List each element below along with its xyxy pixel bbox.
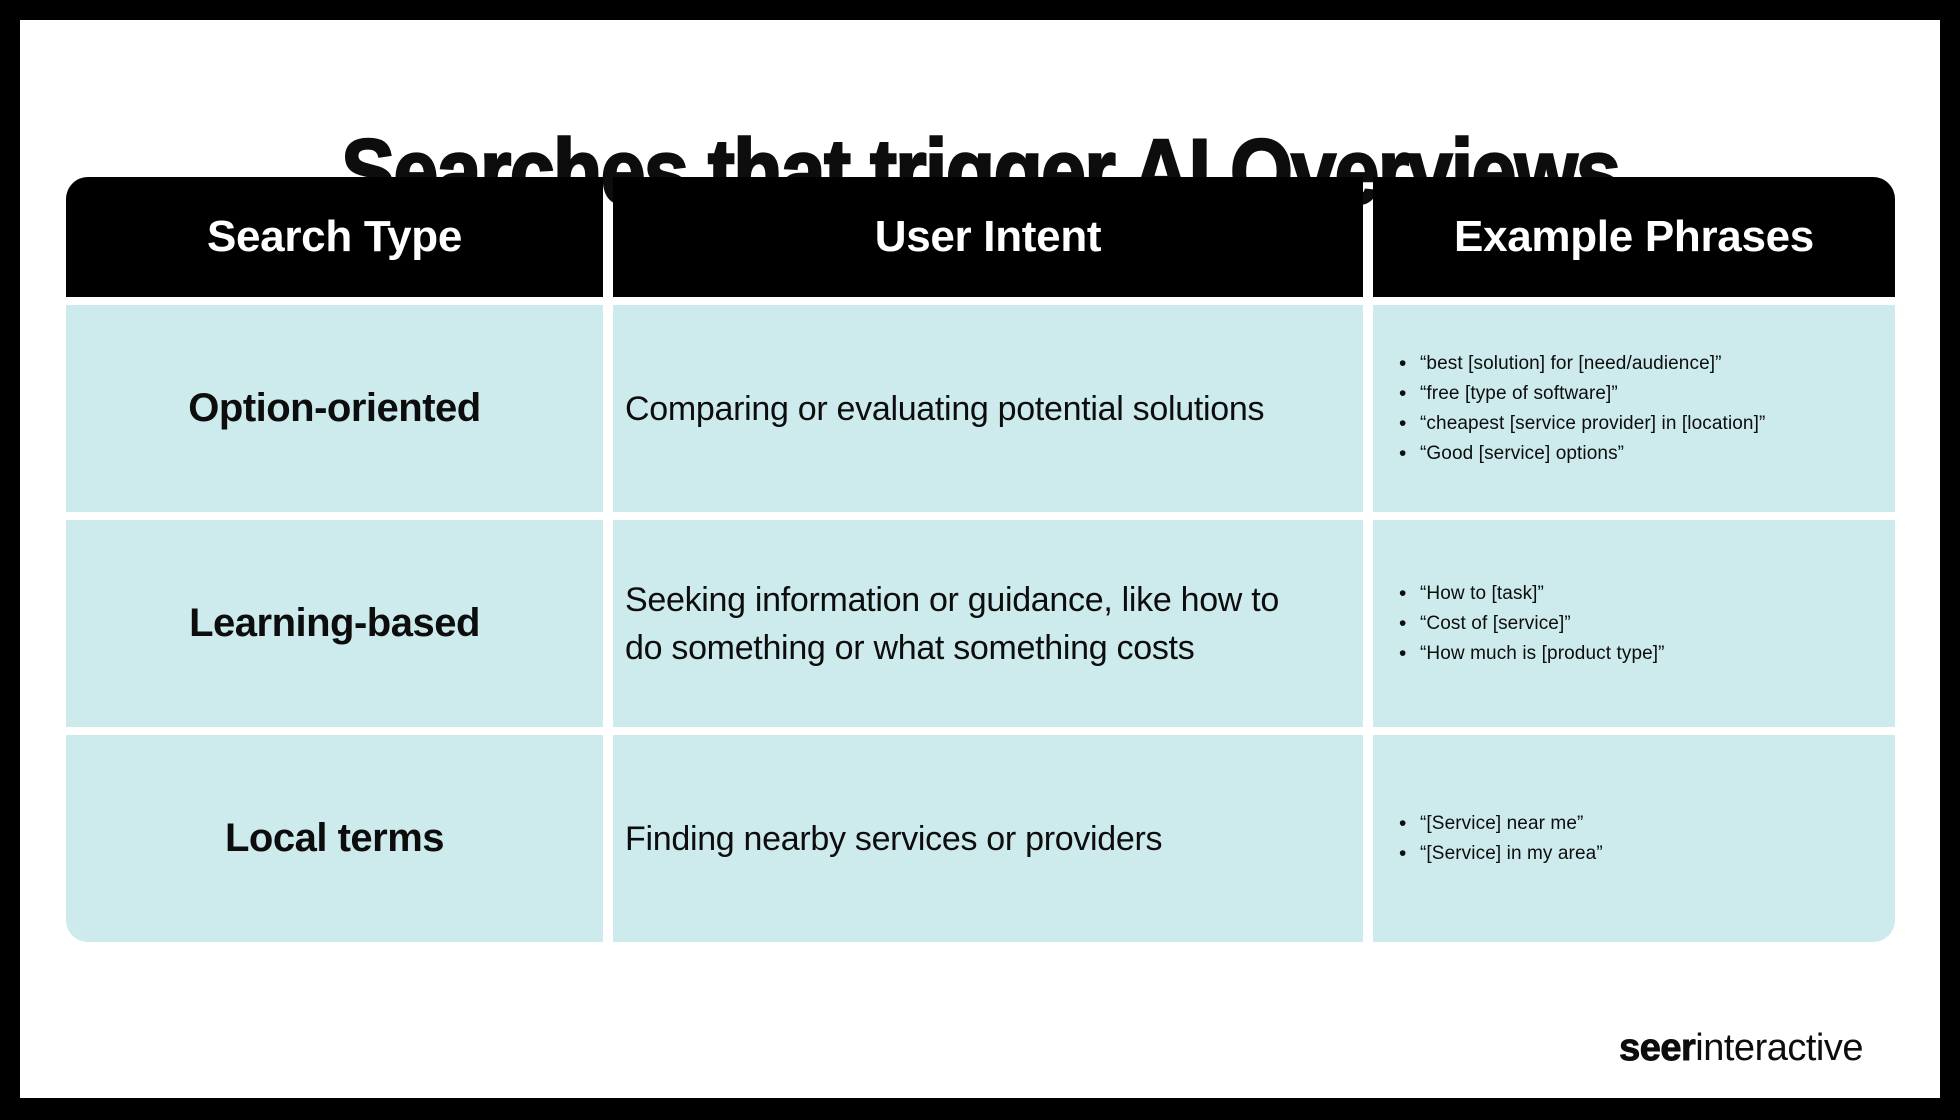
example-phrase-item: “[Service] in my area” xyxy=(1397,839,1883,869)
user-intent-cell-option-oriented: Comparing or evaluating potential soluti… xyxy=(613,305,1363,512)
example-phrase-list: “best [solution] for [need/audience]” “f… xyxy=(1397,349,1883,469)
logo-seer: seer xyxy=(1619,1027,1697,1070)
search-type-cell-learning-based: Learning-based xyxy=(66,520,603,727)
example-phrase-list: “[Service] near me” “[Service] in my are… xyxy=(1397,809,1883,869)
user-intent-cell-learning-based: Seeking information or guidance, like ho… xyxy=(613,520,1363,727)
example-phrase-item: “How to [task]” xyxy=(1397,579,1883,609)
search-types-table: Search Type User Intent Example Phrases … xyxy=(66,177,1895,942)
example-phrases-cell-local-terms: “[Service] near me” “[Service] in my are… xyxy=(1373,735,1895,942)
example-phrase-item: “free [type of software]” xyxy=(1397,379,1883,409)
example-phrases-cell-option-oriented: “best [solution] for [need/audience]” “f… xyxy=(1373,305,1895,512)
column-header-example-phrases: Example Phrases xyxy=(1373,177,1895,297)
column-header-search-type: Search Type xyxy=(66,177,603,297)
example-phrase-list: “How to [task]” “Cost of [service]” “How… xyxy=(1397,579,1883,669)
logo-interactive: interactive xyxy=(1695,1027,1863,1069)
example-phrases-cell-learning-based: “How to [task]” “Cost of [service]” “How… xyxy=(1373,520,1895,727)
user-intent-cell-local-terms: Finding nearby services or providers xyxy=(613,735,1363,942)
search-type-cell-option-oriented: Option-oriented xyxy=(66,305,603,512)
example-phrase-item: “Cost of [service]” xyxy=(1397,609,1883,639)
example-phrase-item: “How much is [product type]” xyxy=(1397,639,1883,669)
example-phrase-item: “[Service] near me” xyxy=(1397,809,1883,839)
example-phrase-item: “best [solution] for [need/audience]” xyxy=(1397,349,1883,379)
seer-interactive-logo: seerinteractive xyxy=(1619,1026,1864,1070)
column-header-user-intent: User Intent xyxy=(613,177,1363,297)
example-phrase-item: “cheapest [service provider] in [locatio… xyxy=(1397,409,1883,439)
example-phrase-item: “Good [service] options” xyxy=(1397,439,1883,469)
search-type-cell-local-terms: Local terms xyxy=(66,735,603,942)
